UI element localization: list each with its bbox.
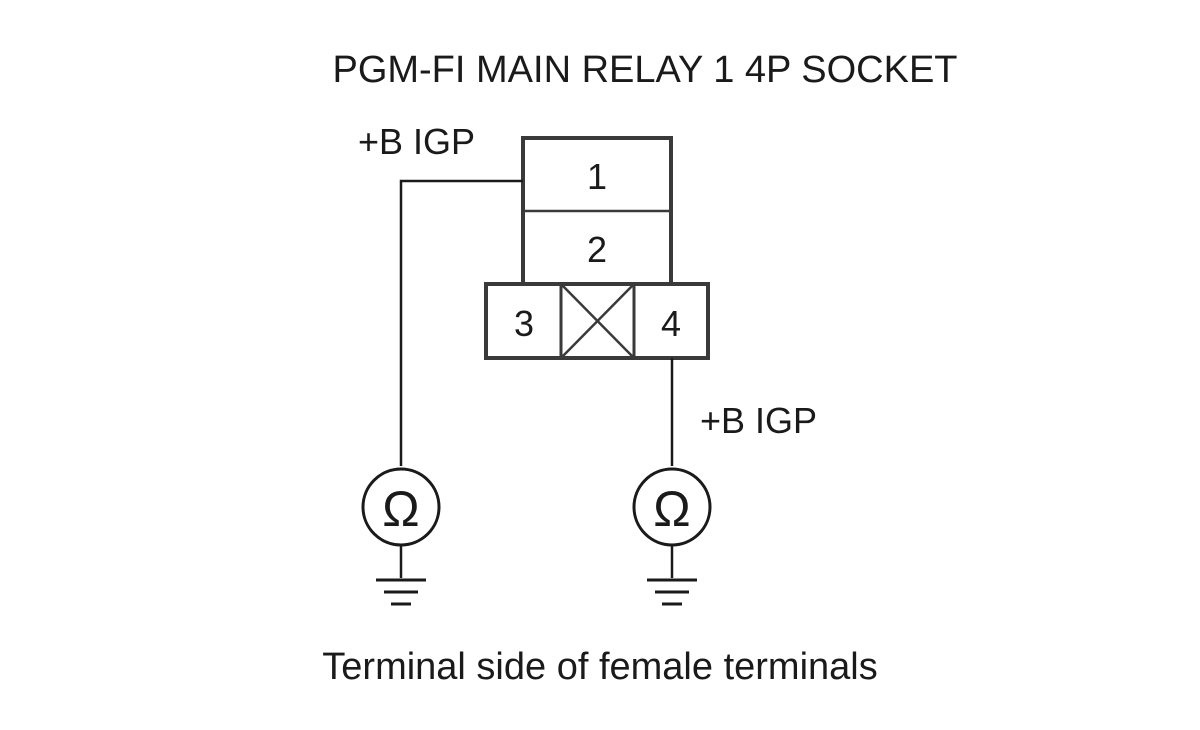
pin-2-label: 2 [587,229,607,270]
ohmmeter-icon: Ω [632,467,712,547]
pin-3-label: 3 [514,303,534,344]
ohm-symbol: Ω [653,481,690,537]
connector-lower-body [484,282,710,360]
diagram-title: PGM-FI MAIN RELAY 1 4P SOCKET [332,49,957,91]
ground-icon [647,545,697,606]
pin-4-label: 4 [661,303,681,344]
ground-icon [376,545,426,606]
diagram-caption: Terminal side of female terminals [322,646,877,688]
ohm-symbol: Ω [382,481,419,537]
wire-pin-1 [399,179,523,466]
pin-1-label: 1 [587,156,607,197]
blank-cavity-cross-icon [560,283,635,359]
wire-label-left: +B IGP [358,121,475,162]
connector-socket: 1 2 3 4 [484,136,710,360]
wire-label-right: +B IGP [700,400,817,441]
ohmmeter-icon: Ω [361,467,441,547]
